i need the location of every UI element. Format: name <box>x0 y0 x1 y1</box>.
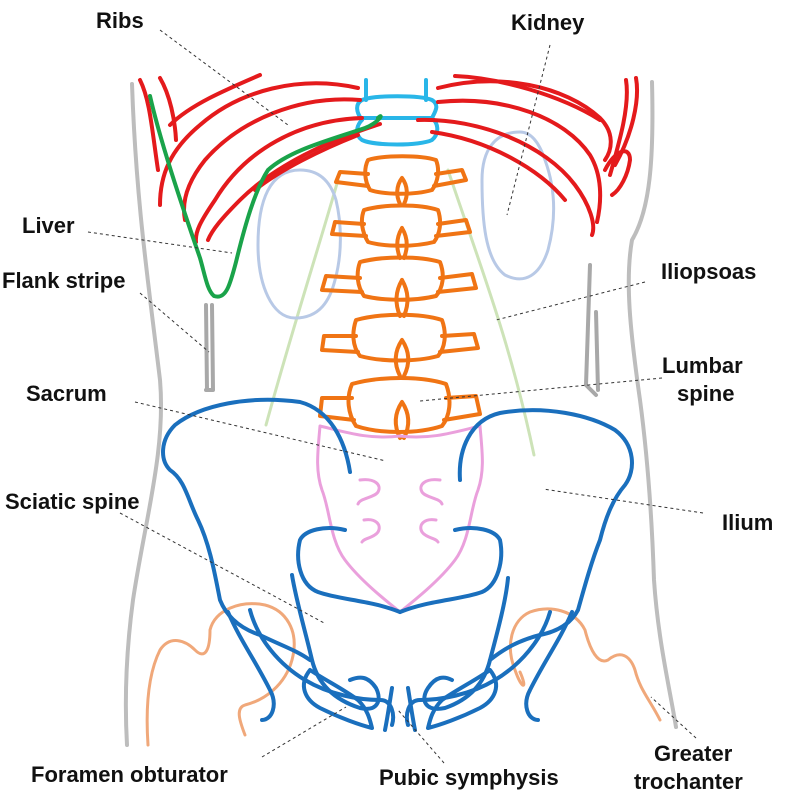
rib-left-top-c <box>168 73 262 127</box>
flank-stripe-left <box>204 303 215 392</box>
body-outline-left <box>123 82 164 747</box>
leader-ilium <box>542 488 704 514</box>
lumbar-vertebra-l4 <box>320 312 480 378</box>
leader-liver <box>87 231 233 254</box>
obturator-right <box>426 668 499 730</box>
rib-left-1 <box>158 81 360 207</box>
ilium-right <box>457 408 634 662</box>
iliopsoas-left <box>264 178 340 427</box>
femurs <box>145 602 662 747</box>
body-outline <box>123 80 678 747</box>
lumbar-vertebra-l5 <box>318 376 482 440</box>
kidney-right <box>480 130 556 281</box>
flank-stripe-right <box>584 263 600 397</box>
kidney-left <box>256 168 342 320</box>
obturator-left <box>301 668 374 730</box>
label-foramen-obturator: Foramen obturator <box>31 762 228 787</box>
leader-iliopsoas <box>495 281 646 321</box>
label-greater-trochanter-line2: trochanter <box>634 769 743 794</box>
label-ribs: Ribs <box>96 8 144 33</box>
rib-right-4 <box>430 130 567 202</box>
sacral-foramen-l2 <box>360 518 381 544</box>
sciatic-notch-left <box>226 610 276 722</box>
sacrum <box>316 424 484 614</box>
pubic-symphysis-left <box>383 686 394 732</box>
label-kidney: Kidney <box>511 10 585 35</box>
body-outline-right <box>626 80 678 729</box>
sacral-foramen-r1 <box>419 478 444 506</box>
label-ilium: Ilium <box>722 510 773 535</box>
lumbar-vertebra-l1 <box>334 154 468 206</box>
leader-lumbar-spine <box>419 377 663 402</box>
pelvic-inlet-right <box>398 526 504 614</box>
label-flank-stripe: Flank stripe <box>2 268 125 293</box>
rib-right-top-a <box>613 76 639 167</box>
label-lumbar-spine-line1: Lumbar <box>662 353 743 378</box>
ischium-right <box>422 576 510 711</box>
thoracic-vertebra <box>355 78 440 147</box>
lumbar-spine <box>318 154 482 440</box>
labels: Ribs Kidney Liver Flank stripe Iliopsoas… <box>2 8 773 794</box>
leader-kidney <box>506 44 551 216</box>
label-lumbar-spine-line2: spine <box>677 381 734 406</box>
label-liver: Liver <box>22 213 75 238</box>
leader-pubic-symphysis <box>397 709 445 764</box>
ischium-left <box>290 573 381 711</box>
leader-ribs <box>159 29 289 126</box>
pelvis <box>161 397 634 732</box>
sacral-foramen-r2 <box>419 518 440 544</box>
rib-right-top-b <box>608 78 629 177</box>
rib-left-top-a <box>138 78 160 172</box>
label-sciatic-spine: Sciatic spine <box>5 489 140 514</box>
rib-left-top-b <box>158 76 178 142</box>
rib-left-2 <box>182 97 362 222</box>
rib-right-1 <box>436 79 613 162</box>
sacral-foramen-l1 <box>356 478 381 506</box>
ribs <box>138 73 639 244</box>
rib-right-3 <box>416 117 596 237</box>
leader-greater-trochanter <box>650 696 697 739</box>
leader-lines <box>87 29 704 764</box>
rib-left-5 <box>253 133 360 192</box>
lumbar-vertebra-l2 <box>330 203 472 260</box>
kidneys <box>256 130 556 320</box>
pelvic-inlet-left <box>296 526 402 614</box>
ilium-left <box>161 397 352 662</box>
leader-sacrum <box>134 401 387 462</box>
rib-right-top-c <box>453 74 602 122</box>
femur-left <box>145 602 296 747</box>
rib-right-top-d <box>603 149 632 197</box>
rib-left-3 <box>193 116 364 244</box>
lumbar-vertebra-l3 <box>320 255 478 318</box>
femur-right <box>508 607 662 722</box>
leader-flank-stripe <box>139 292 210 353</box>
label-pubic-symphysis: Pubic symphysis <box>379 765 559 790</box>
sciatic-notch-right <box>524 610 574 722</box>
sacrum-outline <box>316 424 484 614</box>
label-iliopsoas: Iliopsoas <box>661 259 756 284</box>
flank-stripes <box>204 263 600 397</box>
leader-foramen-obturator <box>261 706 347 758</box>
liver <box>148 94 383 299</box>
label-greater-trochanter-line1: Greater <box>654 741 733 766</box>
pubic-symphysis-right <box>406 686 417 732</box>
rib-right-2 <box>436 98 603 224</box>
label-sacrum: Sacrum <box>26 381 107 406</box>
